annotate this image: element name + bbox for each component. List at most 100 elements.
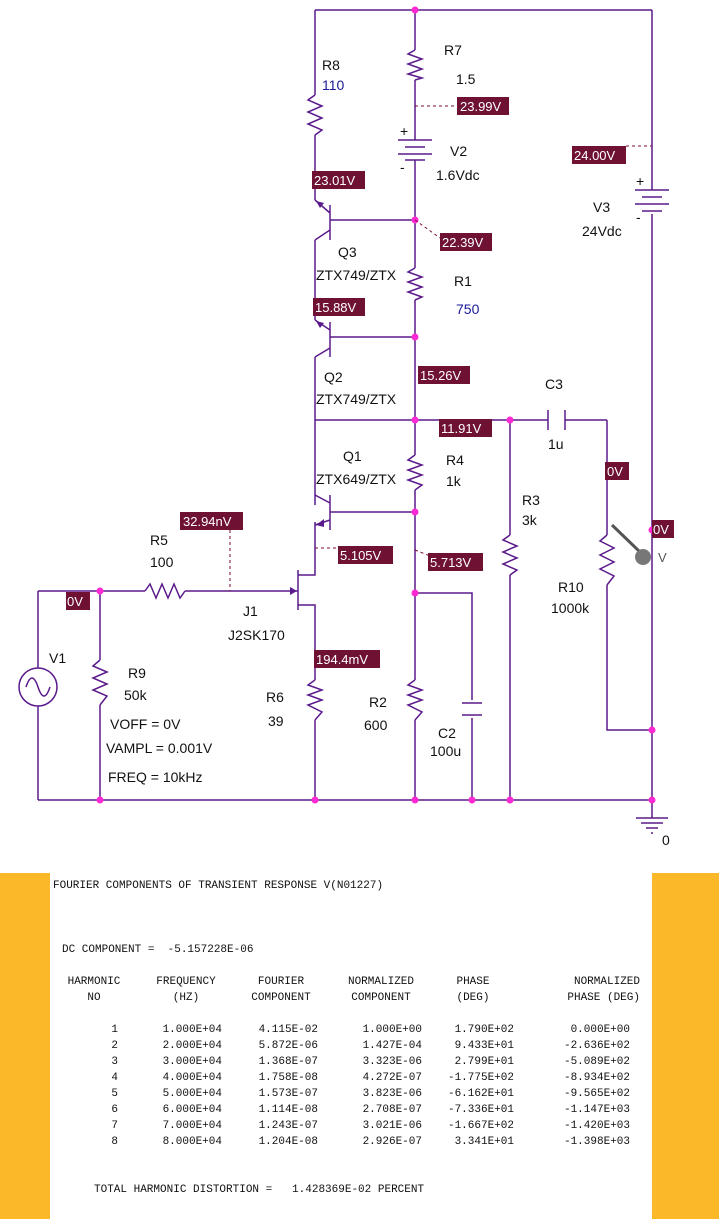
cell-frequency: 4.000E+04 (162, 1072, 222, 1084)
voltage-tags: 23.99V 24.00V 23.01V 22.39V 15.88V 15.26… (66, 97, 674, 668)
r9-value: 50k (124, 687, 148, 703)
cell-frequency: 7.000E+04 (162, 1120, 222, 1132)
cell-fourier-component: 5.872E-06 (258, 1040, 318, 1052)
q3-part: ZTX749/ZTX (316, 267, 397, 283)
output-panel-background: FOURIER COMPONENTS OF TRANSIENT RESPONSE… (0, 873, 719, 1219)
cell-normalized-component: 4.272E-07 (362, 1072, 422, 1084)
jfet-j1 (290, 568, 316, 610)
capacitor-c3 (547, 410, 566, 430)
cell-fourier-component: 1.368E-07 (258, 1056, 318, 1068)
thd-unit: PERCENT (377, 1184, 425, 1196)
v2-name: V2 (450, 143, 467, 159)
header-normalized-component: COMPONENT (351, 992, 411, 1004)
r3-value: 3k (522, 512, 538, 528)
battery-v2: + - (398, 123, 432, 175)
r1-name: R1 (454, 273, 472, 289)
battery-v3: + - (635, 173, 669, 225)
cell-normalized-phase: -8.934E+02 (563, 1072, 630, 1084)
svg-text:-: - (400, 159, 405, 175)
ac-source-v1 (18, 667, 58, 707)
transistor-q1 (314, 494, 331, 530)
transistor-q3 (314, 199, 331, 241)
header-normalized: NORMALIZED (347, 976, 414, 988)
cell-normalized-component: 2.926E-07 (362, 1136, 422, 1148)
cell-harmonic-no: 6 (111, 1104, 118, 1116)
r4-value: 1k (446, 473, 462, 489)
junction-dots (96, 6, 656, 804)
thd-label: TOTAL HARMONIC DISTORTION = (94, 1184, 273, 1196)
cell-harmonic-no: 5 (111, 1088, 118, 1100)
header-frequency: FREQUENCY (156, 976, 216, 988)
cell-harmonic-no: 3 (111, 1056, 118, 1068)
cell-harmonic-no: 2 (111, 1040, 118, 1052)
voltage-r7: 23.99V (460, 99, 502, 114)
cell-normalized-phase: -1.398E+03 (563, 1136, 630, 1148)
r7-value: 1.5 (456, 71, 476, 87)
resistor-r6 (305, 679, 325, 721)
cell-fourier-component: 1.573E-07 (258, 1088, 318, 1100)
q2-name: Q2 (324, 369, 343, 385)
r10-name: R10 (558, 579, 584, 595)
v1-voff: VOFF = 0V (110, 716, 181, 732)
q3-name: Q3 (338, 244, 357, 260)
v1-vampl: VAMPL = 0.001V (106, 740, 213, 756)
cell-normalized-component: 2.708E-07 (362, 1104, 422, 1116)
resistor-r8 (306, 94, 324, 136)
voltage-output: 11.91V (441, 421, 482, 436)
j1-part: J2SK170 (228, 627, 285, 643)
header-phase-unit: (DEG) (456, 992, 490, 1004)
cell-fourier-component: 1.204E-08 (258, 1136, 318, 1148)
cell-fourier-component: 1.114E-08 (258, 1104, 318, 1116)
transistor-q2 (314, 319, 331, 358)
c3-name: C3 (545, 376, 563, 392)
cell-normalized-component: 3.021E-06 (362, 1120, 422, 1132)
fourier-title: FOURIER COMPONENTS OF TRANSIENT RESPONSE… (53, 880, 384, 892)
cell-fourier-component: 1.243E-07 (258, 1120, 318, 1132)
resistor-r3 (501, 534, 519, 576)
voltage-probe-node: 0V (653, 522, 669, 537)
c2-name: C2 (438, 725, 456, 741)
r6-name: R6 (266, 689, 284, 705)
r1-value: 750 (456, 301, 480, 317)
voltage-q3-base: 23.01V (314, 173, 356, 188)
voltage-input: 0V (67, 594, 83, 609)
cell-phase: -1.775E+02 (447, 1072, 514, 1084)
cell-normalized-phase: -1.420E+03 (563, 1120, 630, 1132)
header-normalized-phase-unit: PHASE (DEG) (567, 992, 640, 1004)
fourier-output-panel: FOURIER COMPONENTS OF TRANSIENT RESPONSE… (50, 873, 652, 1219)
capacitor-c2 (462, 702, 482, 716)
ground-label: 0 (662, 832, 670, 848)
r6-value: 39 (268, 713, 284, 729)
r2-value: 600 (364, 717, 388, 733)
cell-phase: 2.799E+01 (454, 1056, 514, 1068)
v2-value: 1.6Vdc (436, 167, 480, 183)
voltage-q2-base: 15.88V (315, 300, 357, 315)
voltage-q3-emitter: 22.39V (442, 235, 484, 250)
cell-normalized-phase: -5.089E+02 (563, 1056, 630, 1068)
cell-frequency: 5.000E+04 (162, 1088, 222, 1100)
q1-part: ZTX649/ZTX (316, 471, 397, 487)
r3-name: R3 (522, 492, 540, 508)
v1-freq: FREQ = 10kHz (108, 769, 203, 785)
r10-value: 1000k (551, 600, 590, 616)
r8-value: 110 (322, 77, 345, 93)
resistor-r1 (405, 267, 425, 301)
thd-line: TOTAL HARMONIC DISTORTION = 1.428369E-02… (94, 1184, 424, 1196)
cell-frequency: 1.000E+04 (162, 1024, 222, 1036)
cell-normalized-component: 3.823E-06 (362, 1088, 422, 1100)
cell-fourier-component: 4.115E-02 (258, 1024, 318, 1036)
cell-normalized-component: 1.427E-04 (362, 1040, 422, 1052)
cell-phase: 9.433E+01 (454, 1040, 514, 1052)
r5-value: 100 (150, 554, 174, 570)
cell-phase: -6.162E+01 (447, 1088, 514, 1100)
thd-value: 1.428369E-02 (292, 1184, 372, 1196)
cell-phase: -7.336E+01 (447, 1104, 514, 1116)
cell-normalized-component: 1.000E+00 (362, 1024, 422, 1036)
voltage-c3: 0V (607, 464, 623, 479)
svg-text:+: + (400, 123, 408, 139)
header-harmonic-no: NO (87, 992, 101, 1004)
cell-frequency: 3.000E+04 (162, 1056, 222, 1068)
resistor-r5 (144, 582, 186, 600)
cell-normalized-phase: -2.636E+02 (563, 1040, 630, 1052)
v3-name: V3 (593, 199, 610, 215)
